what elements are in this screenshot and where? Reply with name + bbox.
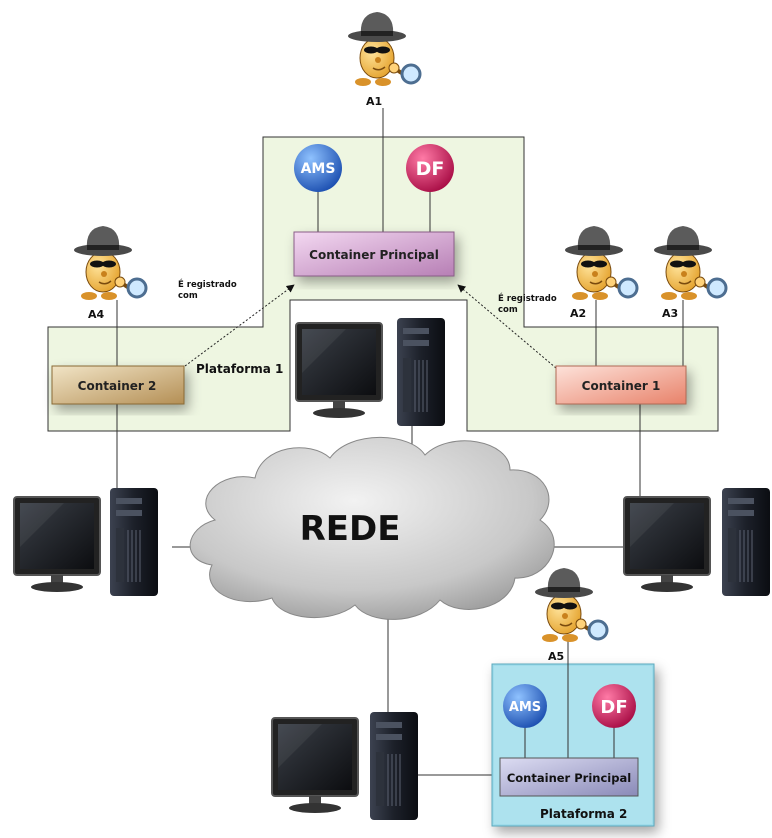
spy-agent-icon [652,224,728,302]
svg-text:É registrado: É registrado [498,292,557,304]
spy-agent-icon [72,224,148,302]
computer-bottom [271,711,419,821]
df-node-platform2: DF [592,684,636,728]
container2: Container 2 [51,365,185,405]
svg-text:AMS: AMS [301,161,336,177]
container1: Container 1 [555,365,687,405]
desktop-computer-icon [271,717,359,814]
spy-agent-icon [533,566,609,644]
svg-text:Container 2: Container 2 [78,379,157,393]
register-arrow-left [184,284,295,367]
svg-text:A5: A5 [548,650,564,663]
svg-text:Container Principal: Container Principal [507,771,631,785]
svg-text:A1: A1 [366,95,382,108]
computer-left [13,487,159,597]
svg-text:É registrado: É registrado [178,278,237,290]
main-container-platform1: Container Principal [293,231,455,277]
df-node-platform1: DF [406,144,454,192]
agent-a5: A5 [533,566,609,663]
main-container-platform2: Container Principal [499,757,639,797]
platform2-label: Plataforma 2 [540,807,627,821]
platform1-label: Plataforma 1 [196,362,283,376]
ams-node-platform2: AMS [503,684,547,728]
platform1-region [47,136,719,432]
network-cloud: REDE [189,436,555,620]
svg-text:AMS: AMS [509,700,541,715]
svg-text:Container Principal: Container Principal [309,248,439,262]
computer-right [623,487,771,597]
spy-agent-icon [346,10,422,88]
agent-a4: A4 [72,224,148,321]
agent-a1: A1 [346,10,422,108]
cloud-icon [189,436,555,620]
desktop-computer-icon [623,496,711,593]
desktop-computer-icon [13,496,101,593]
svg-text:Container 1: Container 1 [582,379,661,393]
svg-text:DF: DF [416,158,445,180]
desktop-computer-icon [295,322,383,419]
platform2-lines [524,640,615,760]
connection-lines [116,108,684,776]
svg-text:A2: A2 [570,307,586,320]
svg-text:com: com [178,291,198,301]
register-arrow-right [457,284,557,369]
agent-a2: A2 [563,224,639,320]
svg-text:A3: A3 [662,307,678,320]
spy-agent-icon [563,224,639,302]
computer-top [295,317,446,427]
registered-label-left: É registrado com [178,278,237,301]
registered-label-right: É registrado com [498,292,557,315]
ams-node-platform1: AMS [294,144,342,192]
svg-text:REDE: REDE [300,509,401,549]
agent-a3: A3 [652,224,728,320]
svg-text:DF: DF [600,697,627,718]
svg-text:com: com [498,305,518,315]
svg-text:A4: A4 [88,308,105,321]
